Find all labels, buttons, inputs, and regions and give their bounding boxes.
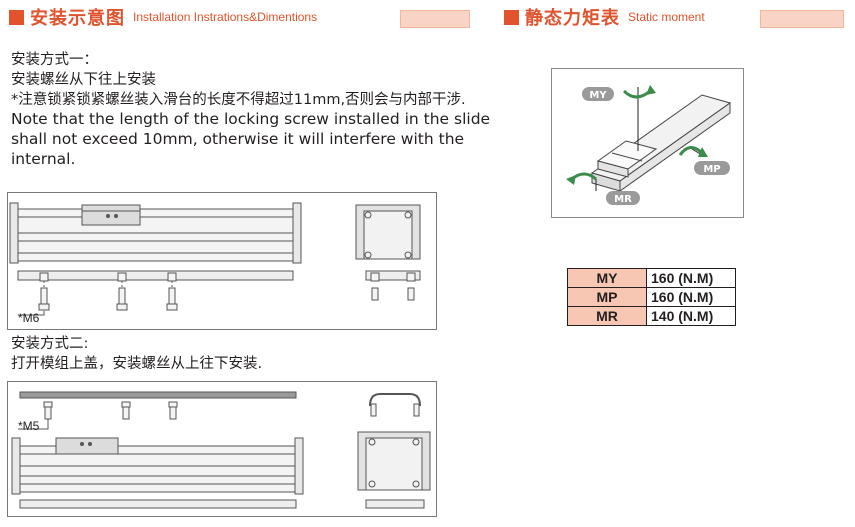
static-moment-title-en: Static moment	[628, 10, 705, 24]
moment-key: MR	[567, 306, 647, 326]
header-decor-bar	[760, 10, 844, 28]
mp-label: MP	[703, 164, 720, 175]
m5-label: *M5	[18, 419, 40, 433]
moment-diagram-svg: MY MP MR	[566, 85, 732, 205]
method2-line1: 打开模组上盖，安装螺丝从上往下安装.	[11, 356, 263, 372]
method1-drawing: *M6	[7, 192, 437, 330]
table-row: MY 160 (N.M)	[567, 268, 736, 288]
method1-note-en-2: shall not exceed 10mm, otherwise it will…	[11, 130, 465, 148]
m6-label: *M6	[18, 311, 40, 325]
my-label: MY	[589, 90, 607, 101]
mr-label: MR	[614, 194, 632, 205]
method1-note-zh: *注意锁紧锁紧螺丝装入滑台的长度不得超过11mm,否则会与内部干涉.	[11, 92, 466, 108]
moment-key: MY	[567, 268, 647, 288]
installation-title-en: Installation Instrations&Dimentions	[133, 10, 318, 24]
header-square-icon	[9, 9, 24, 25]
moment-value: 160 (N.M)	[646, 268, 736, 288]
header-decor-bar	[400, 10, 470, 28]
installation-title-zh: 安装示意图	[30, 8, 125, 29]
method1-line1: 安装螺丝从下往上安装	[11, 72, 156, 88]
moment-table: MY 160 (N.M) MP 160 (N.M) MR 140 (N.M)	[567, 268, 736, 326]
method2-drawing-svg	[11, 391, 431, 509]
moment-value: 140 (N.M)	[646, 306, 736, 326]
static-moment-header: 静态力矩表 Static moment	[504, 6, 705, 29]
method2-title: 安装方式二:	[11, 336, 89, 352]
table-row: MP 160 (N.M)	[567, 287, 736, 307]
method1-note-en-1: Note that the length of the locking scre…	[11, 110, 491, 128]
method1-drawing-svg	[9, 202, 421, 316]
header-square-icon	[504, 9, 519, 25]
static-moment-title-zh: 静态力矩表	[525, 8, 620, 29]
method1-note-en-3: internal.	[11, 150, 76, 168]
method1-title: 安装方式一：	[11, 52, 98, 68]
method2-drawing: *M5	[7, 381, 437, 517]
moment-key: MP	[567, 287, 647, 307]
moment-value: 160 (N.M)	[646, 287, 736, 307]
table-row: MR 140 (N.M)	[567, 306, 736, 326]
moment-diagram: MY MP MR	[551, 68, 744, 218]
installation-header: 安装示意图 Installation Instrations&Dimention…	[9, 6, 318, 29]
